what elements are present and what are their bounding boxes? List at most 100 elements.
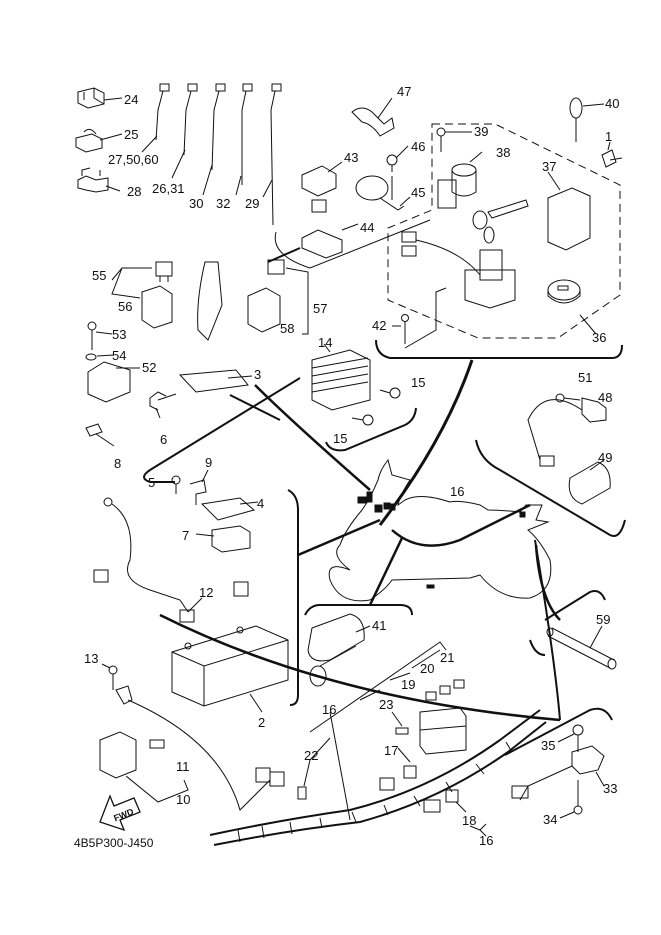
coupler-44b <box>301 229 343 259</box>
battery-2 <box>171 625 289 707</box>
motorcycle-outline <box>328 458 552 602</box>
callout-11[interactable]: 11 <box>176 759 190 774</box>
callout-27-50-60[interactable]: 27,50,60 <box>108 152 159 167</box>
callout-26-31[interactable]: 26,31 <box>152 181 185 196</box>
leader-33 <box>595 771 605 787</box>
callout-57[interactable]: 57 <box>313 301 328 316</box>
panel-relay-41 <box>304 604 413 616</box>
callout-39[interactable]: 39 <box>474 124 489 139</box>
callout-4[interactable]: 4 <box>257 496 265 511</box>
callout-47[interactable]: 47 <box>397 84 412 99</box>
washer-54 <box>85 353 97 361</box>
bolt-1 <box>601 149 623 168</box>
leader-25 <box>99 133 123 141</box>
nut-35 <box>572 724 584 752</box>
callout-8[interactable]: 8 <box>114 456 122 471</box>
callout-17[interactable]: 17 <box>384 743 399 758</box>
wire <box>415 239 481 276</box>
callout-51[interactable]: 51 <box>578 370 593 385</box>
bolt-15b <box>351 414 374 426</box>
callout-41[interactable]: 41 <box>372 618 387 633</box>
bolt-15a <box>379 387 401 399</box>
callout-40[interactable]: 40 <box>605 96 620 111</box>
panel-sensor-right <box>475 439 626 537</box>
key-40 <box>569 97 583 142</box>
callout-49[interactable]: 49 <box>598 450 613 465</box>
callout-56[interactable]: 56 <box>118 299 133 314</box>
bolt-51 <box>555 393 581 403</box>
callout-44[interactable]: 44 <box>360 220 375 235</box>
callout-1[interactable]: 1 <box>605 129 613 144</box>
leader-45 <box>399 196 411 207</box>
callout-22[interactable]: 22 <box>304 748 319 763</box>
leader-1 <box>607 141 611 151</box>
callout-54[interactable]: 54 <box>112 348 127 363</box>
callout-25[interactable]: 25 <box>124 127 139 142</box>
callout-2[interactable]: 2 <box>258 715 266 730</box>
callout-38[interactable]: 38 <box>496 145 511 160</box>
callout-24[interactable]: 24 <box>124 92 139 107</box>
leader-59 <box>589 625 603 649</box>
callout-6[interactable]: 6 <box>160 432 168 447</box>
callout-16a[interactable]: 16 <box>450 484 465 499</box>
callout-30[interactable]: 30 <box>189 196 204 211</box>
leader-4 <box>239 501 259 505</box>
callout-18[interactable]: 18 <box>462 813 477 828</box>
callout-7[interactable]: 7 <box>182 528 190 543</box>
fuse-21 <box>453 679 465 689</box>
callout-59[interactable]: 59 <box>596 612 611 627</box>
callout-14[interactable]: 14 <box>318 335 333 350</box>
bracket-55-56 <box>111 267 152 299</box>
fuse-20 <box>439 685 451 695</box>
callout-16c[interactable]: 16 <box>479 833 494 848</box>
callout-21[interactable]: 21 <box>440 650 455 665</box>
leader-28 <box>105 185 121 192</box>
callout-3[interactable]: 3 <box>254 367 262 382</box>
holder-47 <box>351 107 395 137</box>
leader-32 <box>235 175 242 196</box>
callout-42[interactable]: 42 <box>372 318 387 333</box>
callout-23[interactable]: 23 <box>379 697 394 712</box>
callout-20[interactable]: 20 <box>420 661 435 676</box>
callout-34[interactable]: 34 <box>543 812 558 827</box>
callout-58[interactable]: 58 <box>280 321 295 336</box>
callout-46[interactable]: 46 <box>411 139 426 154</box>
callout-55[interactable]: 55 <box>92 268 107 283</box>
leader-17 <box>397 747 411 763</box>
callout-5[interactable]: 5 <box>148 475 156 490</box>
cable-tie-27 <box>155 83 170 141</box>
callout-10[interactable]: 10 <box>176 792 191 807</box>
callout-35[interactable]: 35 <box>541 738 556 753</box>
callout-16b[interactable]: 16 <box>322 702 337 717</box>
callout-15a[interactable]: 15 <box>411 375 426 390</box>
callout-13[interactable]: 13 <box>84 651 99 666</box>
callout-9[interactable]: 9 <box>205 455 213 470</box>
callout-28[interactable]: 28 <box>127 184 142 199</box>
leader-30 <box>202 164 213 196</box>
leader-18 <box>455 801 467 813</box>
panel-relay-group <box>143 377 301 483</box>
drawing-code: 4B5P300-J450 <box>74 836 154 850</box>
callout-52[interactable]: 52 <box>142 360 157 375</box>
leader-38 <box>469 151 483 163</box>
bolt-13 <box>108 665 118 690</box>
callout-29[interactable]: 29 <box>245 196 260 211</box>
callout-45[interactable]: 45 <box>411 185 426 200</box>
callout-15b[interactable]: 15 <box>333 431 348 446</box>
callout-37[interactable]: 37 <box>542 159 557 174</box>
callout-32[interactable]: 32 <box>216 196 231 211</box>
callout-19[interactable]: 19 <box>401 677 416 692</box>
bracket-57-58 <box>285 267 309 335</box>
callout-36[interactable]: 36 <box>592 330 607 345</box>
callout-48[interactable]: 48 <box>598 390 613 405</box>
panel-regulator <box>325 407 417 452</box>
leader-36 <box>579 314 597 335</box>
cable-tie-32 <box>241 83 253 185</box>
callout-12[interactable]: 12 <box>199 585 214 600</box>
callout-33[interactable]: 33 <box>603 781 618 796</box>
leader-37 <box>547 171 561 191</box>
cable-tie-29 <box>270 83 282 226</box>
leader-24 <box>103 97 123 101</box>
callout-43[interactable]: 43 <box>344 150 359 165</box>
callout-53[interactable]: 53 <box>112 327 127 342</box>
